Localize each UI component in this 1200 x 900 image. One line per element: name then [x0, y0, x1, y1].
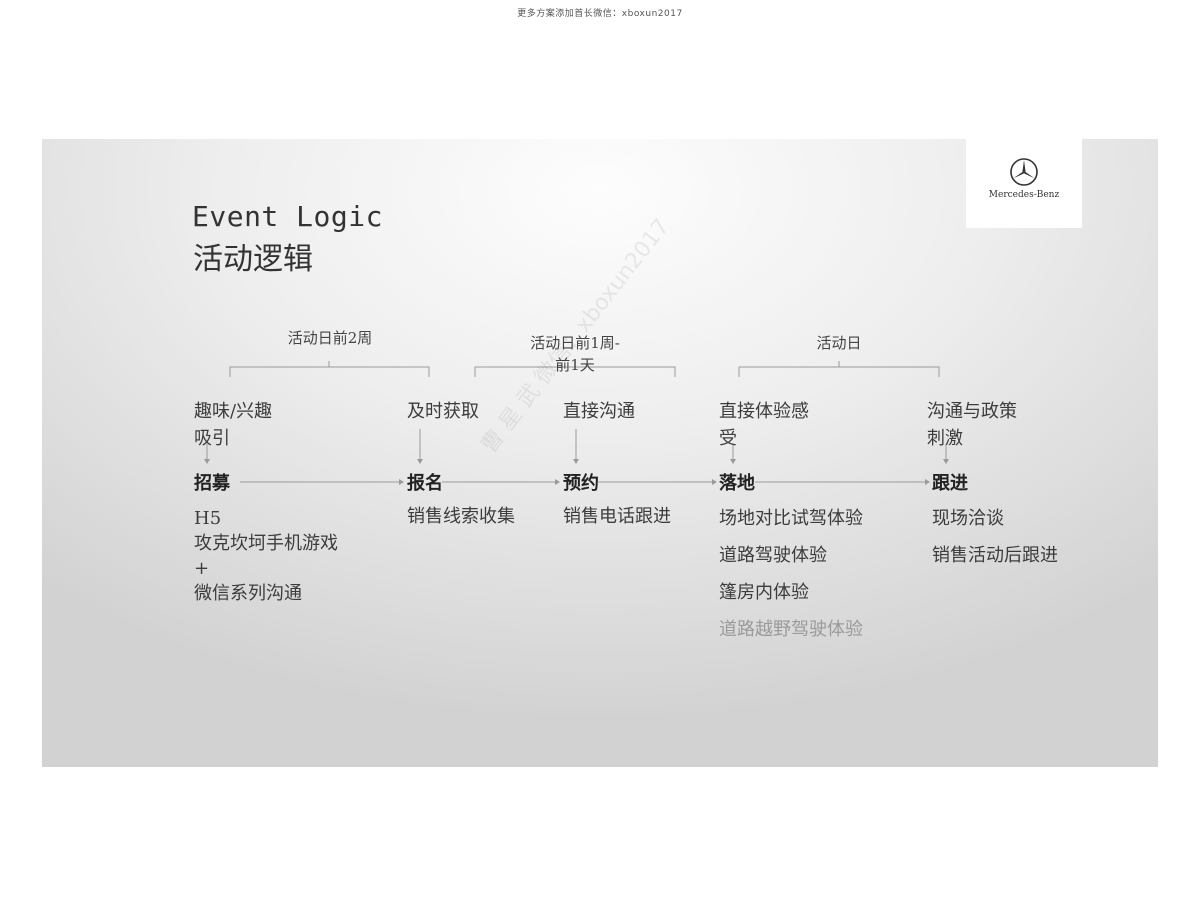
- stage-recruit: 招募: [194, 473, 230, 494]
- list-item: 现场洽谈: [932, 508, 1004, 529]
- list-item: 道路越野驾驶体验: [719, 619, 863, 640]
- phase-label-2: 活动日前1周- 前1天: [530, 334, 620, 374]
- flow-lines: [204, 361, 949, 485]
- stage-follow-up: 跟进: [932, 473, 968, 494]
- phase-label-3: 活动日: [816, 334, 862, 352]
- list-item: 销售活动后跟进: [932, 545, 1058, 566]
- stage-landing: 落地: [719, 473, 755, 494]
- title-zh: 活动逻辑: [193, 242, 313, 277]
- phase-bracket-2: [474, 361, 676, 377]
- top-note: 更多方案添加首长微信：xboxun2017: [517, 9, 683, 19]
- details-recruit: H5 攻克坎坷手机游戏 + 微信系列沟通: [194, 508, 338, 604]
- pre-label-4: 直接体验感 受: [719, 401, 809, 449]
- pre-label-1: 趣味/兴趣 吸引: [194, 401, 273, 449]
- logo-box: Mercedes-Benz: [966, 139, 1082, 228]
- phase-label-1: 活动日前2周: [287, 329, 373, 347]
- stage-appointment: 预约: [563, 473, 599, 494]
- logo-text: Mercedes-Benz: [988, 190, 1060, 200]
- details-landing: 场地对比试驾体验 道路驾驶体验 篷房内体验 道路越野驾驶体验: [719, 504, 863, 652]
- mercedes-star-icon: [1010, 158, 1038, 186]
- details-follow-up: 现场洽谈 销售活动后跟进: [932, 504, 1058, 578]
- pre-label-3: 直接沟通: [563, 401, 635, 422]
- pre-label-2: 及时获取: [407, 401, 479, 422]
- stage-register: 报名: [407, 473, 443, 494]
- title-en: Event Logic: [192, 200, 383, 233]
- pre-label-5: 沟通与政策 刺激: [927, 401, 1017, 449]
- details-appointment: 销售电话跟进: [563, 506, 671, 527]
- list-item: 道路驾驶体验: [719, 545, 827, 566]
- phase-bracket-1: [229, 361, 430, 377]
- phase-bracket-3: [738, 361, 940, 377]
- slide: Mercedes-Benz Event Logic 活动逻辑: [42, 139, 1158, 767]
- list-item: 场地对比试驾体验: [719, 508, 863, 529]
- details-register: 销售线索收集: [407, 506, 515, 527]
- list-item: 篷房内体验: [719, 582, 809, 603]
